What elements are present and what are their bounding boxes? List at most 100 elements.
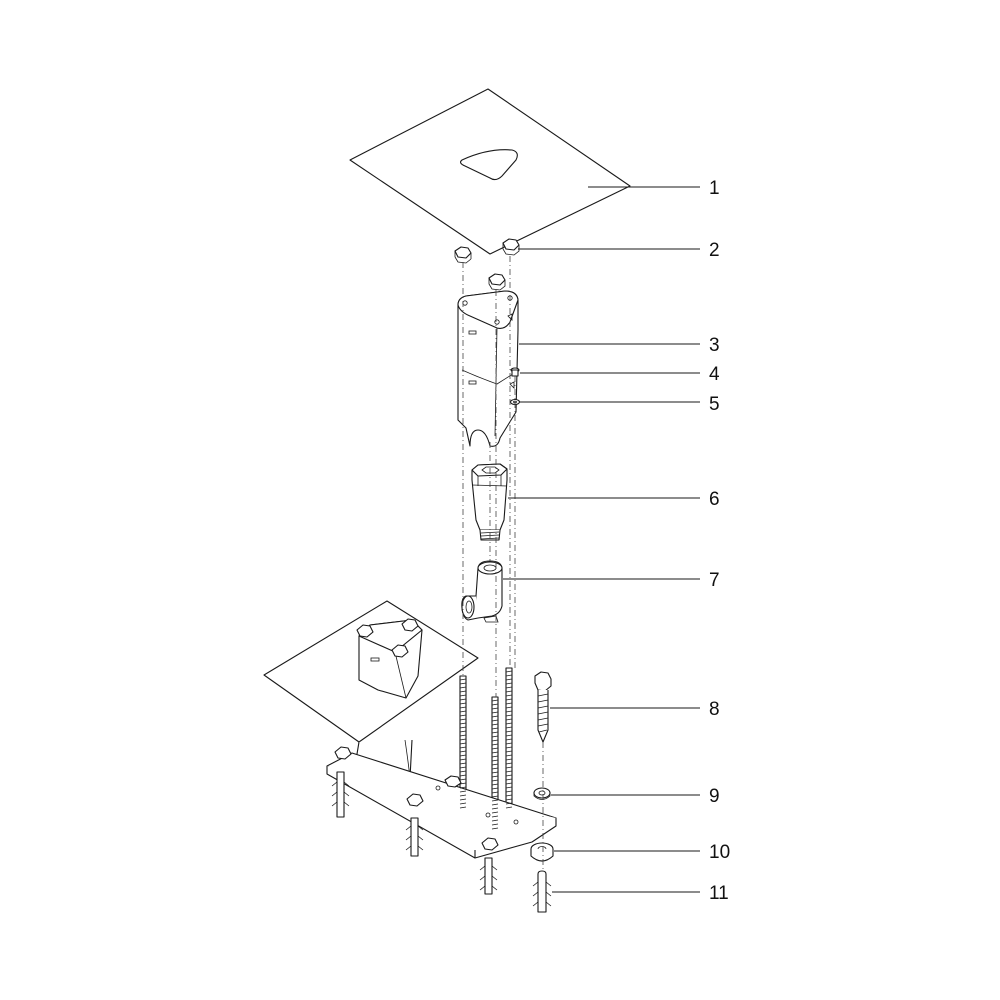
base-plate <box>326 746 557 859</box>
rod-thread-line <box>505 690 513 693</box>
part-8-lag-bolt <box>534 671 552 743</box>
rod-thread-line <box>505 802 513 805</box>
rod-thread-line <box>491 767 499 770</box>
rod-thread-line <box>491 755 499 758</box>
rod-thread-line <box>505 746 513 749</box>
rod-thread-line <box>491 727 499 730</box>
rod-thread-line <box>505 766 513 769</box>
rod-thread-line <box>505 674 513 677</box>
rod-thread-line <box>505 706 513 709</box>
rod-thread-line <box>505 782 513 785</box>
callout-6: 6 <box>709 489 720 510</box>
rod-thread-line <box>505 770 513 773</box>
rod-thread-line <box>459 782 467 785</box>
rod-thread-line <box>459 734 467 737</box>
rod-thread-line <box>491 795 499 798</box>
rod-thread-line <box>459 706 467 709</box>
rod-thread-line <box>459 702 467 705</box>
rod-thread-line <box>459 722 467 725</box>
rod-thread-line <box>505 710 513 713</box>
callout-7: 7 <box>709 570 720 591</box>
base-anchors <box>331 771 498 895</box>
rod-thread-line <box>459 762 467 765</box>
rod-thread-line <box>491 699 499 702</box>
callout-1: 1 <box>709 178 720 199</box>
rod-thread-line <box>505 682 513 685</box>
lower-housing-nuts <box>356 618 419 658</box>
rod-thread-line <box>505 730 513 733</box>
rod-thread-line <box>459 742 467 745</box>
assembly-axes <box>462 256 544 871</box>
rod-thread-line <box>505 726 513 729</box>
callout-10: 10 <box>709 842 730 863</box>
rod-thread-line <box>491 771 499 774</box>
rod-thread-line <box>459 694 467 697</box>
callout-11: 11 <box>709 883 729 904</box>
rod-thread-line <box>505 698 513 701</box>
rod-thread-line <box>491 743 499 746</box>
leader-lines <box>503 186 700 893</box>
part-2-nuts <box>454 238 520 291</box>
rod-thread-line <box>491 719 499 722</box>
nut-middle <box>488 273 506 291</box>
rod-thread-line <box>491 775 499 778</box>
rod-thread-line <box>505 778 513 781</box>
part-7-elbow <box>461 560 503 623</box>
rod-thread-line <box>491 731 499 734</box>
rod-thread-line <box>491 703 499 706</box>
rod-thread-line <box>459 686 467 689</box>
rod-thread-line <box>491 711 499 714</box>
rod-thread-line <box>459 682 467 685</box>
callout-labels: 1 2 3 4 5 6 7 8 9 10 11 <box>709 178 730 904</box>
rod-thread-line <box>491 779 499 782</box>
rod-thread-line <box>459 766 467 769</box>
rod-thread-line <box>491 791 499 794</box>
rod-thread-line <box>505 774 513 777</box>
rod-thread-line <box>459 774 467 777</box>
rod-thread-line <box>491 819 499 822</box>
rod-thread-line <box>459 754 467 757</box>
callout-8: 8 <box>709 699 720 720</box>
rod-thread-line <box>505 790 513 793</box>
rod-thread-line <box>459 746 467 749</box>
callout-2: 2 <box>709 240 720 261</box>
rod-thread-line <box>491 815 499 818</box>
part-10-spacer <box>530 842 554 862</box>
part-4-screw <box>510 367 520 377</box>
rod-thread-line <box>459 678 467 681</box>
rod-thread-line <box>505 678 513 681</box>
rod-thread-line <box>459 770 467 773</box>
rod-thread-line <box>505 806 513 809</box>
rod-thread-line <box>505 798 513 801</box>
rod-thread-line <box>505 686 513 689</box>
rod-thread-line <box>505 750 513 753</box>
rod-thread-line <box>505 762 513 765</box>
rod-thread-line <box>491 759 499 762</box>
rod-thread-line <box>505 738 513 741</box>
rod-thread-line <box>459 726 467 729</box>
rod-thread-line <box>459 778 467 781</box>
rod-thread-line <box>505 670 513 673</box>
rod-thread-line <box>459 758 467 761</box>
rod-thread-line <box>459 698 467 701</box>
part-9-washer <box>533 787 551 800</box>
rod-thread-line <box>459 806 467 809</box>
rod-thread-line <box>505 742 513 745</box>
callout-4: 4 <box>709 364 720 385</box>
part-3-housing <box>457 290 519 447</box>
rod-thread-line <box>505 714 513 717</box>
nut-right <box>502 238 520 256</box>
part-11-wall-plug <box>532 870 552 913</box>
rod-thread-line <box>505 702 513 705</box>
rod-thread-line <box>505 794 513 797</box>
rod-thread-line <box>459 790 467 793</box>
callout-5: 5 <box>709 394 720 415</box>
rod-thread-line <box>505 758 513 761</box>
rod-thread-line <box>505 718 513 721</box>
rod-thread-line <box>491 799 499 802</box>
part-1-cover-plate <box>349 88 631 255</box>
rod-thread-line <box>459 750 467 753</box>
rod-thread-line <box>491 735 499 738</box>
rod-thread-line <box>491 823 499 826</box>
